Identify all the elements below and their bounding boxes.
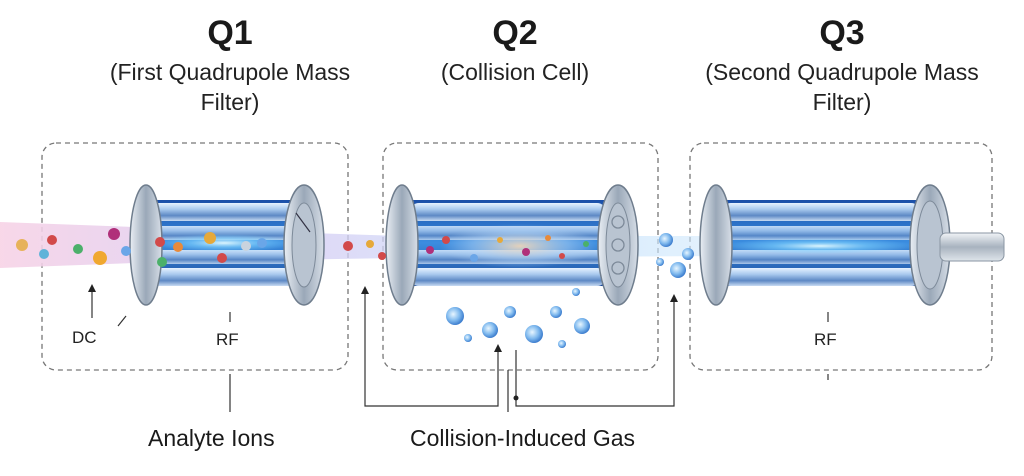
q3-subtitle-line2: Filter) [812, 89, 872, 115]
analyte-ions-label: Analyte Ions [148, 425, 275, 451]
dc-arrow-head [88, 284, 96, 292]
rf-q1-label: RF [216, 330, 239, 349]
analyte-ion-particles [16, 228, 267, 267]
q2-subtitle-line1: (Collision Cell) [440, 59, 590, 85]
detector-outlet-tube [939, 232, 1005, 262]
q1-subtitle-line1: (First Quadrupole Mass [109, 59, 351, 85]
dc-tick [117, 315, 127, 327]
dc-label: DC [72, 328, 97, 347]
q1-title: Q1 [207, 14, 253, 52]
q3-subtitle-line1: (Second Quadrupole Mass [705, 59, 979, 85]
collision-gas-leader-right [515, 300, 675, 407]
q1-subtitle-line2: Filter) [200, 89, 260, 115]
collision-gas-leader-left [364, 292, 499, 407]
q2-collision-cell [385, 184, 639, 306]
collision-gas-molecules [446, 288, 590, 348]
q3-title: Q3 [819, 14, 865, 52]
q3-quadrupole [699, 184, 1005, 306]
fragment-ion-particles [343, 233, 694, 278]
q2-title: Q2 [492, 14, 538, 52]
collision-gas-label: Collision-Induced Gas [410, 425, 636, 451]
connector-lines [88, 284, 829, 412]
rf-q3-label: RF [814, 330, 837, 349]
q1-quadrupole [129, 184, 325, 306]
